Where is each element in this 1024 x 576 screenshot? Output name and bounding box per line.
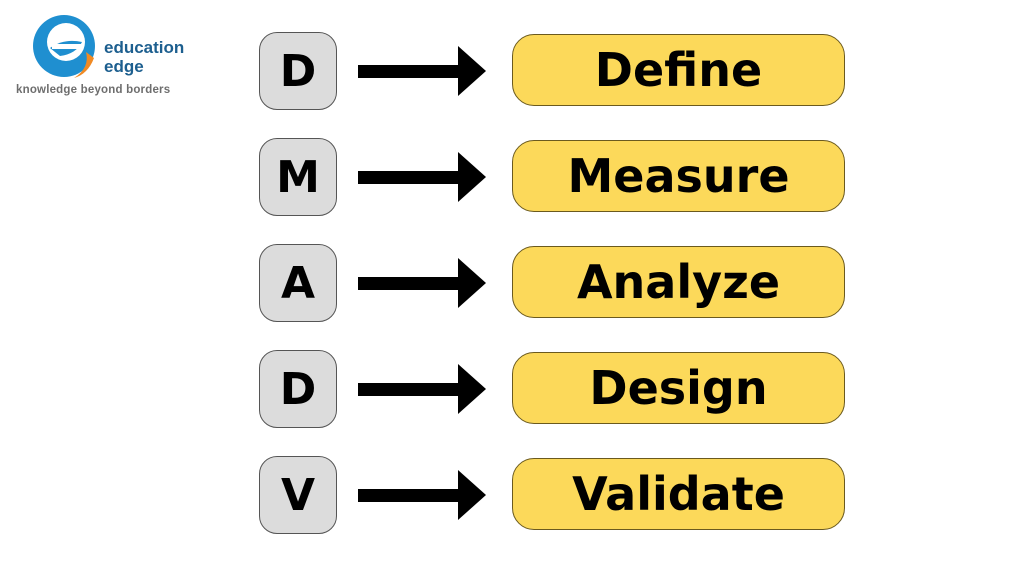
step-letter: M (259, 138, 337, 216)
step-label: Define (512, 34, 845, 106)
step-row-validate: V Validate (0, 456, 1024, 536)
logo-tagline: knowledge beyond borders (16, 84, 171, 96)
step-label: Design (512, 352, 845, 424)
step-letter: D (259, 32, 337, 110)
logo-word-edge: edge (104, 57, 144, 76)
step-label: Measure (512, 140, 845, 212)
arrow-right-icon (358, 46, 486, 96)
arrow-right-icon (358, 258, 486, 308)
logo-e-icon (33, 15, 95, 78)
step-row-measure: M Measure (0, 138, 1024, 218)
step-label: Validate (512, 458, 845, 530)
logo-word-education: education (104, 38, 185, 57)
step-letter: D (259, 350, 337, 428)
step-row-analyze: A Analyze (0, 244, 1024, 324)
step-row-design: D Design (0, 350, 1024, 430)
step-letter: A (259, 244, 337, 322)
arrow-right-icon (358, 364, 486, 414)
step-label: Analyze (512, 246, 845, 318)
education-edge-logo: education edge knowledge beyond borders (14, 12, 194, 102)
step-letter: V (259, 456, 337, 534)
step-row-define: D Define (0, 32, 1024, 112)
arrow-right-icon (358, 470, 486, 520)
arrow-right-icon (358, 152, 486, 202)
